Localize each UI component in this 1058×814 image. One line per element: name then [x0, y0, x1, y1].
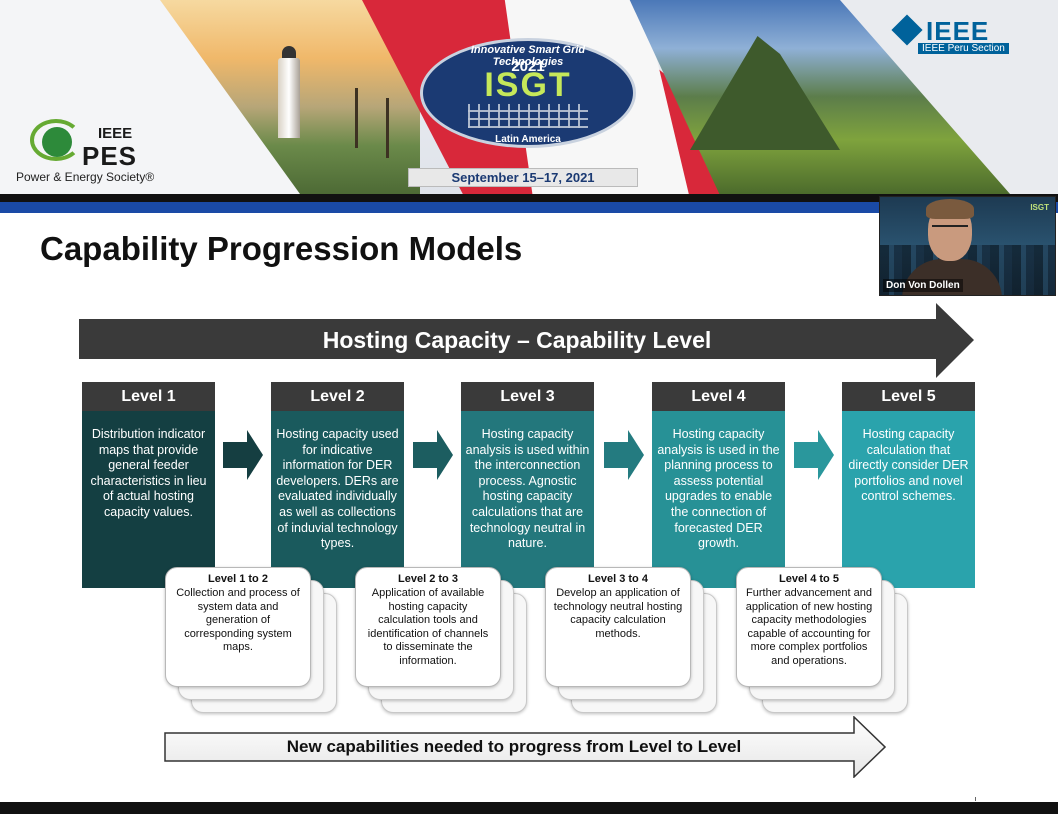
ieee-pes-logo: IEEE PES Power & Energy Society®	[16, 115, 200, 187]
pes-ieee-text: IEEE	[98, 125, 133, 142]
level-title: Level 2	[271, 382, 404, 411]
lighthouse-icon	[278, 58, 300, 138]
level-1-card: Level 1 Distribution indicator maps that…	[82, 382, 215, 588]
level-4-card: Level 4 Hosting capacity analysis is use…	[652, 382, 785, 588]
pes-name-text: PES	[82, 141, 138, 171]
ieee-logo: IEEE IEEE Peru Section	[891, 14, 1046, 56]
transition-title: Level 4 to 5	[779, 573, 839, 585]
participant-hair	[926, 199, 974, 219]
level-5-card: Level 5 Hosting capacity calculation tha…	[842, 382, 975, 588]
banner-divider	[0, 194, 1058, 202]
chevron-right-icon	[604, 430, 644, 480]
capability-level-label: Hosting Capacity – Capability Level	[322, 327, 712, 353]
isgt-region: Latin America	[495, 134, 561, 145]
globe-core-icon	[42, 127, 72, 157]
bottom-bar	[0, 802, 1058, 814]
transition-title: Level 1 to 2	[208, 573, 268, 585]
globe-icon	[30, 119, 82, 161]
level-description: Hosting capacity used for indicative inf…	[271, 411, 404, 588]
participant-video-tile[interactable]: ISGT Don Von Dollen	[879, 196, 1056, 296]
pes-society-text: Power & Energy Society®	[16, 170, 155, 184]
chevron-right-icon	[794, 430, 834, 480]
level-description: Hosting capacity analysis is used in the…	[652, 411, 785, 588]
level-description: Distribution indicator maps that provide…	[82, 411, 215, 588]
transition-card-2-3: Level 2 to 3 Application of available ho…	[355, 567, 501, 687]
progression-arrow	[164, 716, 886, 778]
level-title: Level 1	[82, 382, 215, 411]
participant-name-label: Don Von Dollen	[883, 279, 963, 292]
transition-description: Application of available hosting capacit…	[367, 587, 489, 667]
transition-title: Level 2 to 3	[398, 573, 458, 585]
slide-marker	[975, 797, 976, 801]
ieee-wordmark: IEEE	[926, 16, 990, 46]
isgt-grid-graphic	[468, 104, 588, 128]
level-3-card: Level 3 Hosting capacity analysis is use…	[461, 382, 594, 588]
isgt-arc-text: Innovative Smart Grid Technologies	[470, 44, 586, 68]
slide-title: Capability Progression Models	[40, 230, 523, 267]
video-overlay-logo: ISGT	[1030, 203, 1049, 212]
level-2-card: Level 2 Hosting capacity used for indica…	[271, 382, 404, 588]
transition-description: Develop an application of technology neu…	[553, 587, 683, 640]
conference-banner: IEEE PES Power & Energy Society® Innovat…	[0, 0, 1058, 194]
isgt-badge	[420, 38, 636, 148]
level-title: Level 3	[461, 382, 594, 411]
participant-glasses	[932, 225, 968, 233]
level-title: Level 4	[652, 382, 785, 411]
lighthouse-lamp-icon	[282, 46, 296, 60]
palm-tree-icon	[355, 88, 358, 148]
banner-accent-bar	[0, 202, 1058, 213]
level-description: Hosting capacity analysis is used within…	[461, 411, 594, 588]
level-title: Level 5	[842, 382, 975, 411]
transition-card-3-4: Level 3 to 4 Develop an application of t…	[545, 567, 691, 687]
capability-level-arrow	[79, 303, 974, 378]
ieee-section-label: IEEE Peru Section	[918, 43, 1009, 54]
isgt-name: ISGT	[484, 66, 572, 104]
isgt-year: 2021	[511, 58, 545, 75]
level-description: Hosting capacity calculation that direct…	[842, 411, 975, 588]
chevron-right-icon	[223, 430, 263, 480]
transition-title: Level 3 to 4	[588, 573, 648, 585]
chevron-right-icon	[413, 430, 453, 480]
transition-description: Collection and process of system data an…	[176, 587, 300, 654]
transition-card-4-5: Level 4 to 5 Further advancement and app…	[736, 567, 882, 687]
progression-arrow-label: New capabilities needed to progress from…	[286, 737, 742, 756]
conference-dates: September 15–17, 2021	[408, 168, 638, 187]
palm-tree-icon	[386, 98, 389, 158]
transition-card-1-2: Level 1 to 2 Collection and process of s…	[165, 567, 311, 687]
transition-description: Further advancement and application of n…	[745, 587, 873, 667]
ieee-diamond-icon	[891, 14, 923, 46]
